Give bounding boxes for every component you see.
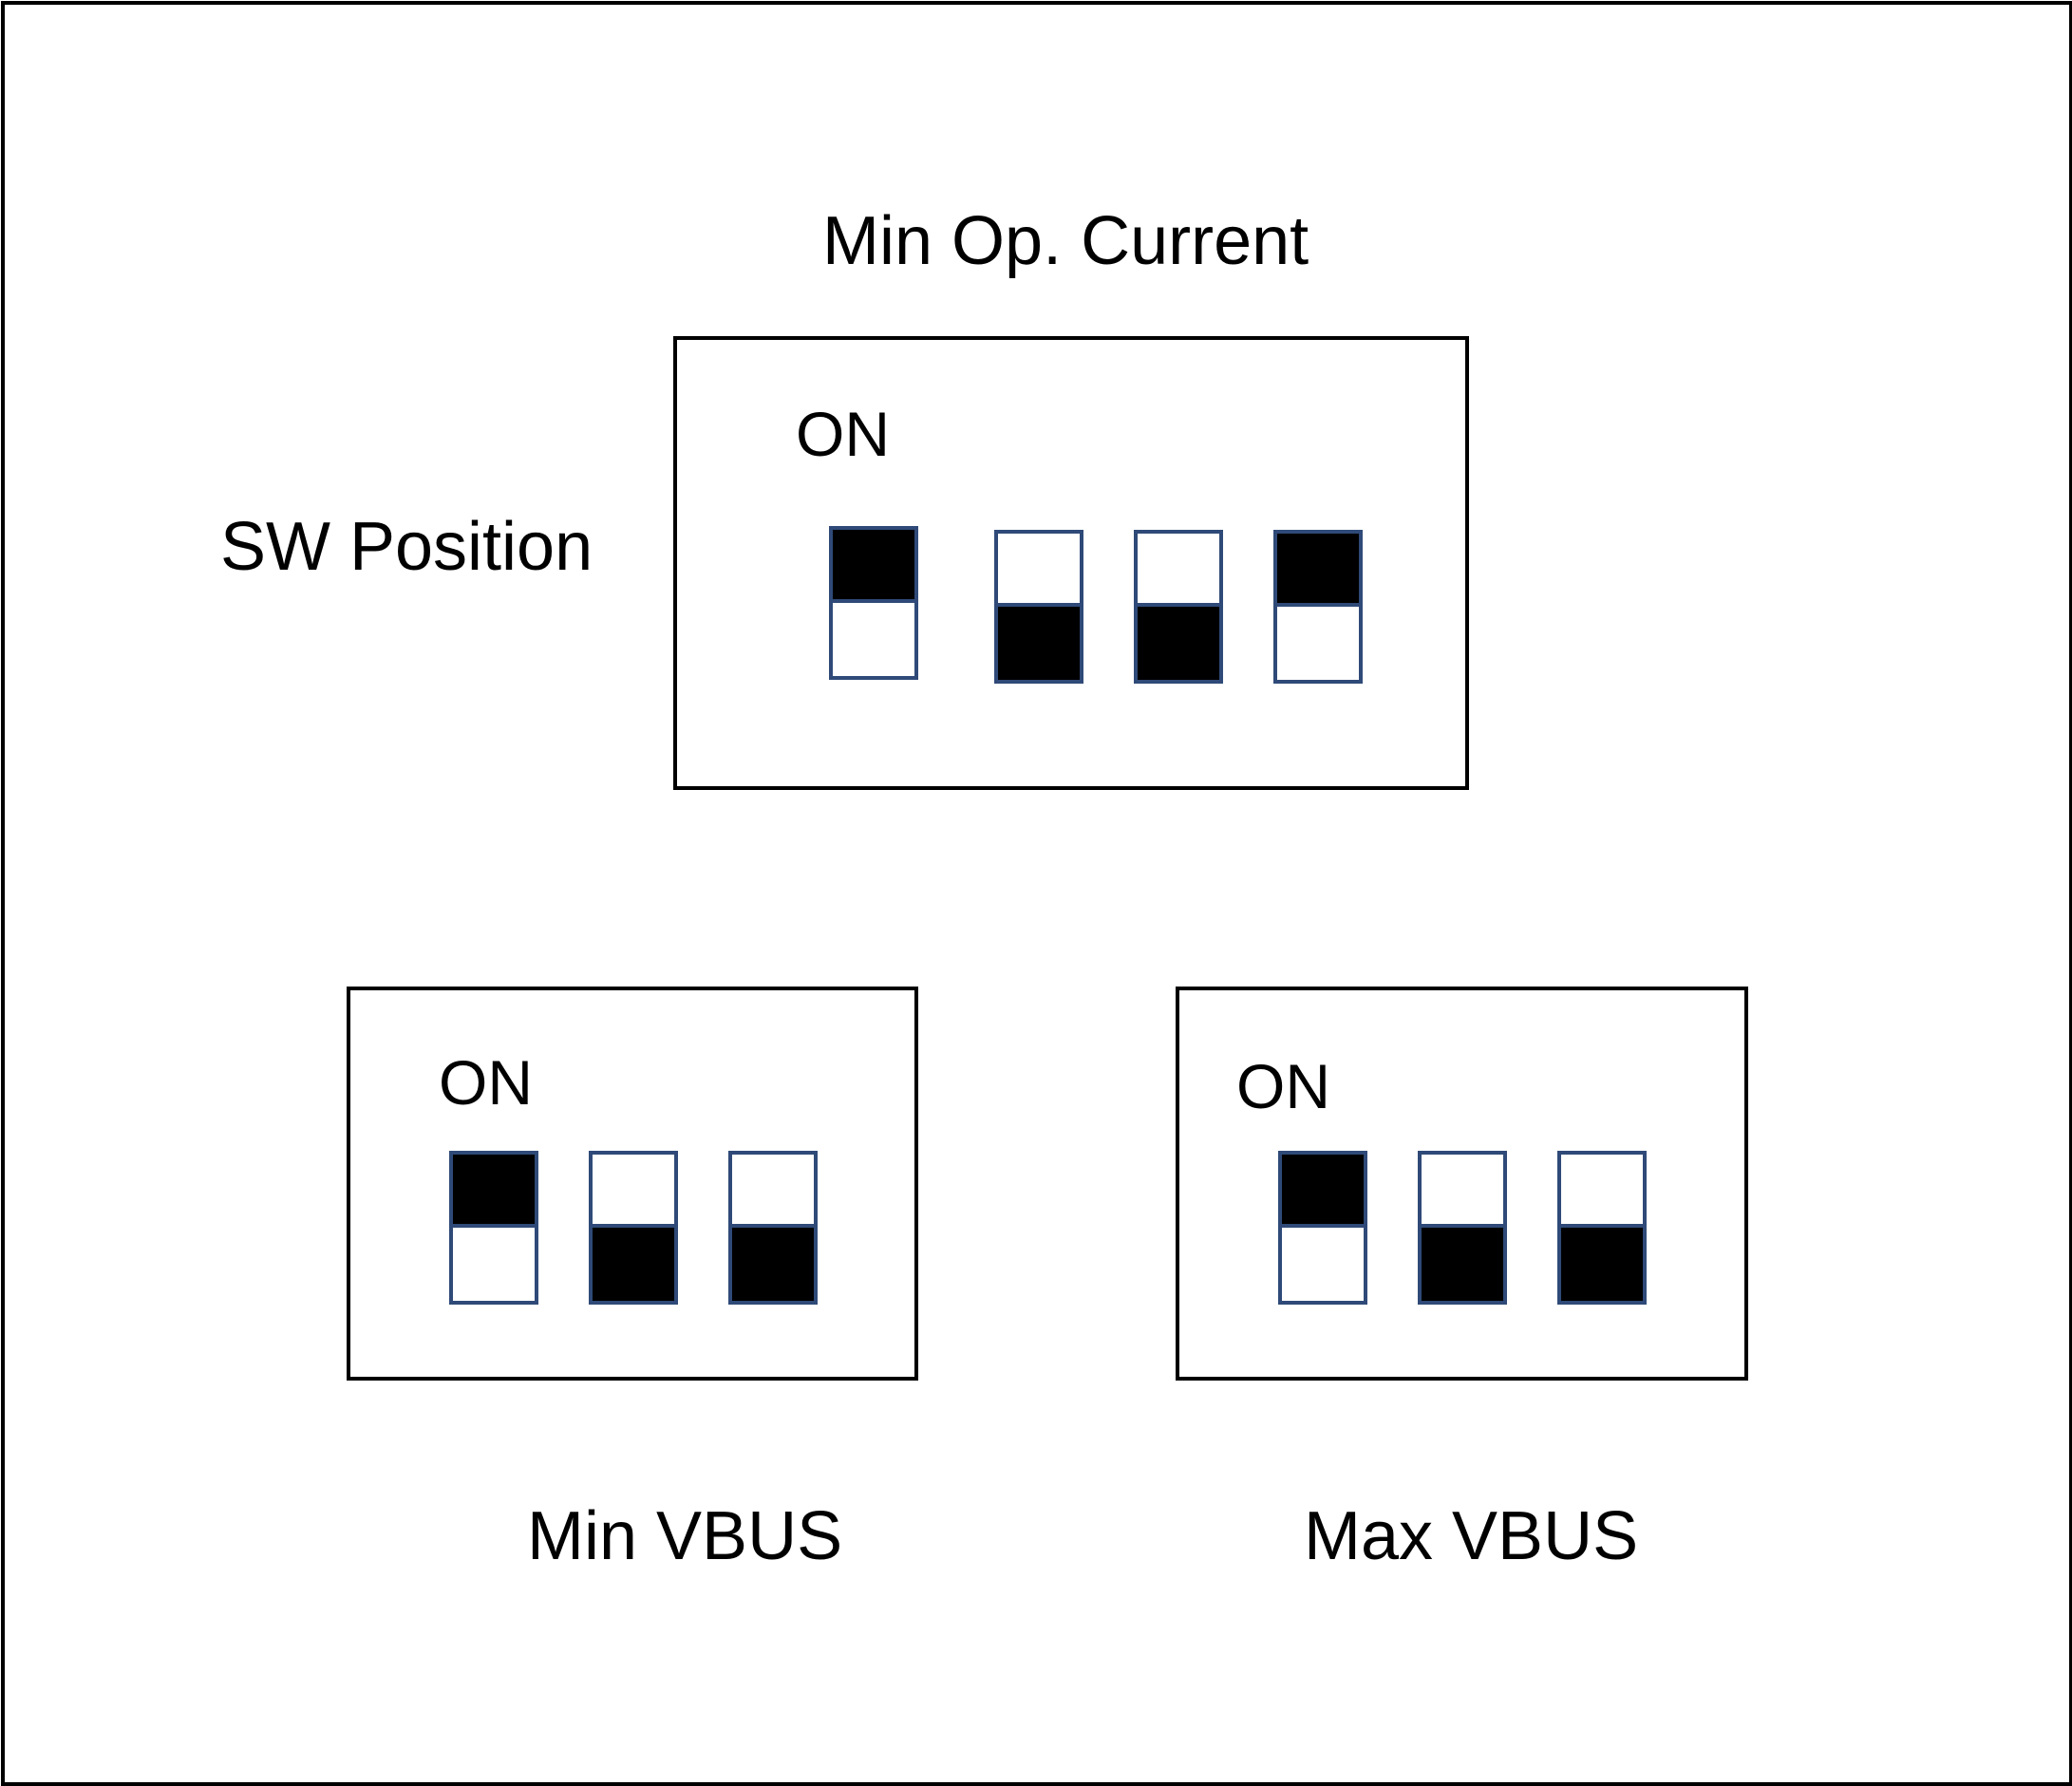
toggle-upper-half <box>453 1155 535 1228</box>
sw-position-label: SW Position <box>220 509 593 585</box>
diagram-title: Min Op. Current <box>822 203 1309 279</box>
toggle-upper-half <box>732 1155 814 1228</box>
toggle-upper-half <box>833 530 914 603</box>
dip-switch-max-vbus: ON <box>1176 987 1748 1381</box>
dip-toggle-2[interactable] <box>994 530 1083 684</box>
min-vbus-caption: Min VBUS <box>527 1498 843 1574</box>
dip-toggle-1[interactable] <box>829 526 918 680</box>
on-label: ON <box>796 399 890 469</box>
dip-toggle-1[interactable] <box>449 1151 538 1305</box>
toggle-lower-half <box>732 1228 814 1301</box>
on-label: ON <box>439 1047 533 1118</box>
dip-toggle-3[interactable] <box>1557 1151 1647 1305</box>
toggle-lower-half <box>593 1228 674 1301</box>
toggle-lower-half <box>1561 1228 1643 1301</box>
dip-toggle-2[interactable] <box>1418 1151 1507 1305</box>
dip-toggle-2[interactable] <box>589 1151 678 1305</box>
toggle-upper-half <box>998 534 1080 607</box>
dip-switch-min-op-current: ON <box>673 336 1469 790</box>
toggle-lower-half <box>1282 1228 1364 1301</box>
toggle-upper-half <box>593 1155 674 1228</box>
toggle-lower-half <box>833 603 914 676</box>
toggle-lower-half <box>998 607 1080 680</box>
max-vbus-caption: Max VBUS <box>1304 1498 1639 1574</box>
toggle-upper-half <box>1138 534 1219 607</box>
toggle-upper-half <box>1282 1155 1364 1228</box>
toggle-lower-half <box>453 1228 535 1301</box>
toggle-lower-half <box>1277 607 1359 680</box>
toggle-lower-half <box>1138 607 1219 680</box>
on-label: ON <box>1236 1051 1330 1121</box>
toggle-upper-half <box>1422 1155 1503 1228</box>
toggle-upper-half <box>1277 534 1359 607</box>
dip-switch-min-vbus: ON <box>347 987 918 1381</box>
dip-toggle-3[interactable] <box>728 1151 818 1305</box>
dip-toggle-1[interactable] <box>1278 1151 1367 1305</box>
toggle-upper-half <box>1561 1155 1643 1228</box>
dip-toggle-4[interactable] <box>1273 530 1363 684</box>
dip-toggle-3[interactable] <box>1134 530 1223 684</box>
toggle-lower-half <box>1422 1228 1503 1301</box>
